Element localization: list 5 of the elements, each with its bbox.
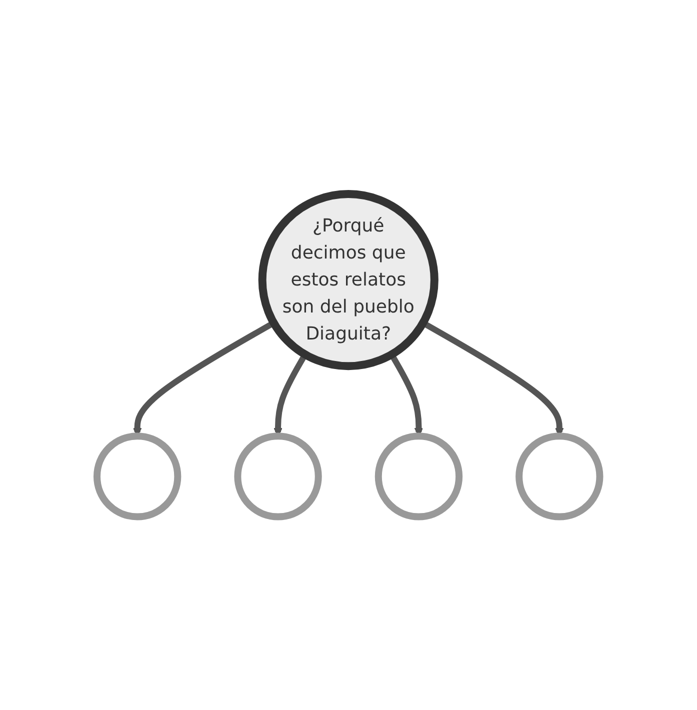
node-circle <box>94 432 182 520</box>
node-circle <box>516 432 604 520</box>
node-circle: ¿Porqué decimos que estos relatos son del pueblo Diaguita? <box>258 190 439 370</box>
node-circle <box>375 432 463 520</box>
node-circle <box>234 432 322 520</box>
